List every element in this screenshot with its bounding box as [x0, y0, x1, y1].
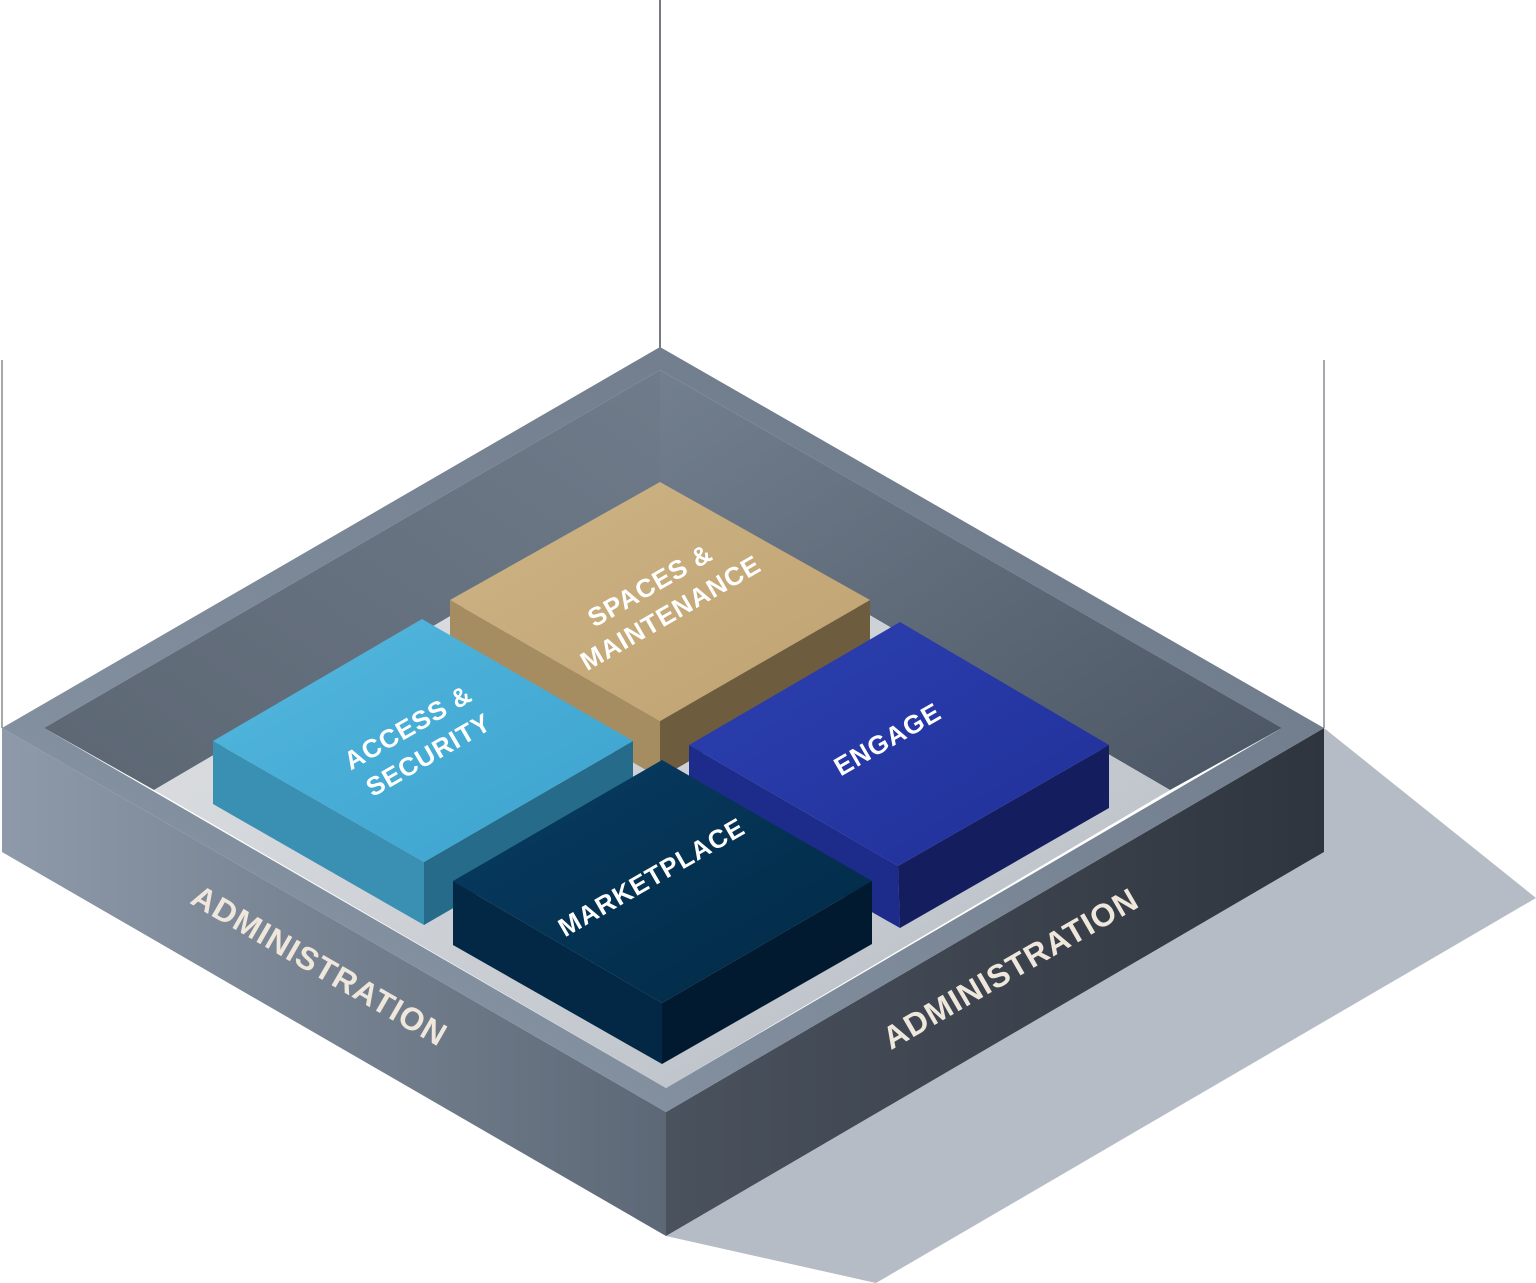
marketplace-tile-side-right [662, 881, 872, 1064]
marketplace-tile-top [453, 760, 872, 1003]
module-spaces-maintenance: SPACES & MAINTENANCE [450, 482, 870, 778]
marketplace-tile-side-left [453, 881, 662, 1064]
frame-inner-back-right-wall [660, 370, 1282, 790]
frame-front-left-wall [2, 728, 666, 1236]
engage-tile-top [689, 622, 1109, 866]
frame-top-rim [2, 347, 1324, 1112]
module-marketplace: MARKETPLACE [453, 760, 872, 1064]
spaces-tile-top [450, 482, 870, 721]
frame-front-right-wall [666, 728, 1324, 1236]
frame-inner-back-left-wall [44, 370, 660, 790]
frame-shadow [666, 728, 1536, 1283]
access-tile-side-left [213, 741, 424, 925]
access-tile-top [213, 619, 633, 862]
engage-tile-side-right [898, 745, 1109, 928]
